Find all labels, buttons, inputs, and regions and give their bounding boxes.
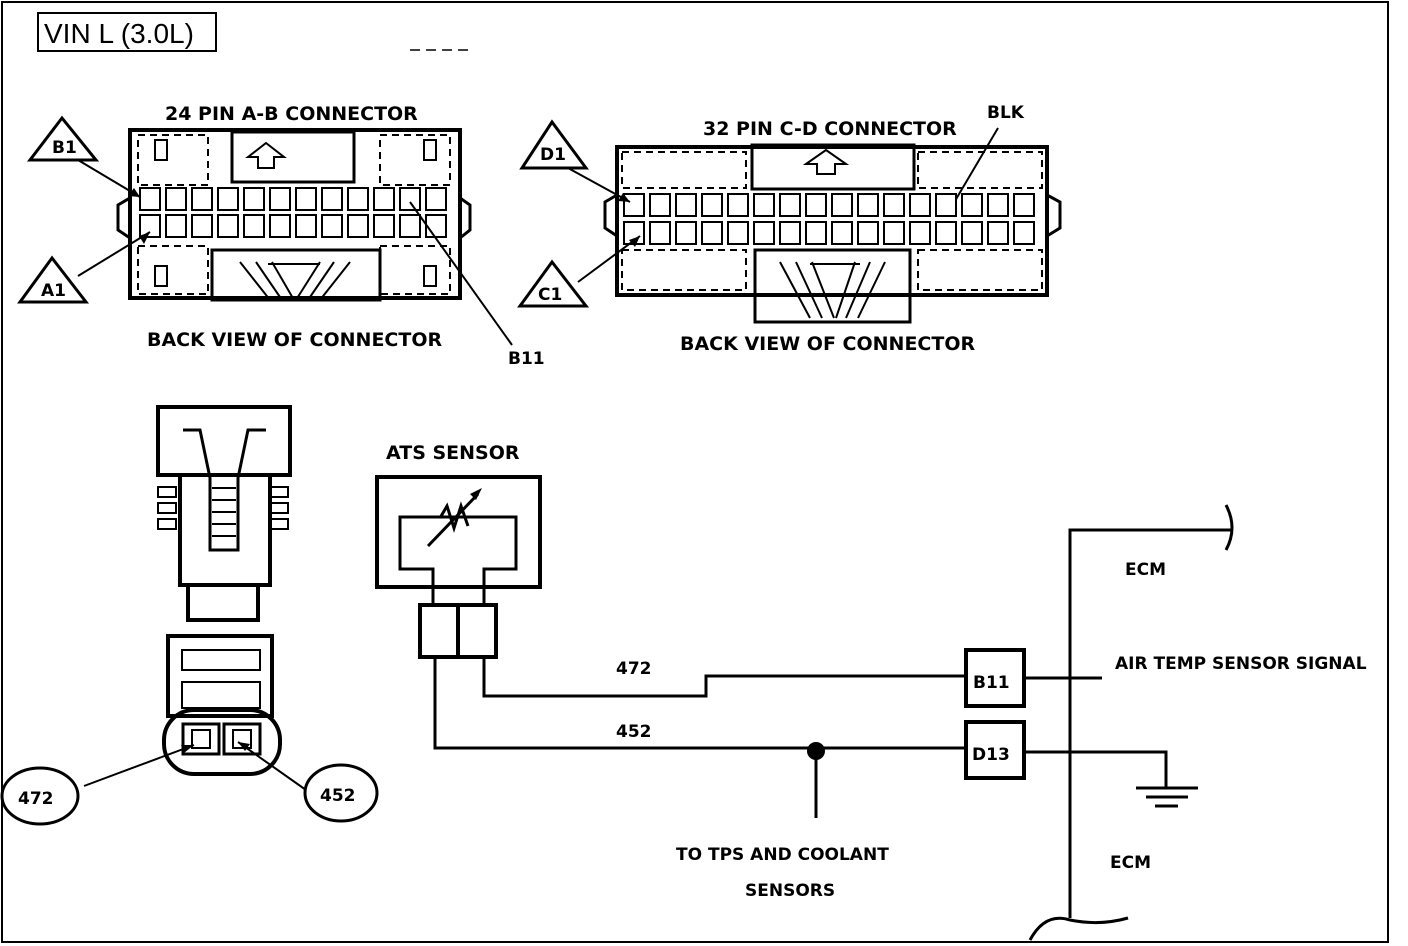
- connector-ab-right-tab: [459, 196, 472, 240]
- plug-body: [178, 475, 272, 587]
- connector-cd: 32 PIN C-D CONNECTOR BLK: [517, 103, 1062, 355]
- ats-sensor-inner: [398, 515, 518, 605]
- connector-ab-latch: [230, 130, 356, 184]
- connector-cd-right-tab: [1046, 193, 1062, 238]
- plug-neck: [186, 583, 260, 622]
- connector-ab-arrow-icon: [245, 141, 287, 169]
- sensor-socket: 472 452: [0, 634, 379, 826]
- connector-ab-caption: BACK VIEW OF CONNECTOR: [147, 329, 442, 351]
- diagram-title: VIN L (3.0L): [44, 18, 194, 49]
- connector-ab-body: [128, 128, 462, 300]
- tap-label-line1: TO TPS AND COOLANT: [676, 845, 889, 865]
- connector-cd-right-dash-area-low: [917, 249, 1043, 291]
- connector-ab: 24 PIN A-B CONNECTOR: [17, 103, 545, 369]
- pin-b11-label: B11: [508, 349, 545, 369]
- ecm: ECM ECM B11 D13 AIR TEMP SENSOR SIGNAL: [964, 504, 1367, 941]
- connector-ab-wire-exit: [210, 248, 382, 302]
- connector-ab-right-dash-box: [379, 134, 451, 186]
- connector-cd-tag-d1: [519, 119, 589, 170]
- connector-ab-left-tab: [116, 196, 131, 240]
- ecm-label-top: ECM: [1125, 560, 1166, 580]
- socket-cavity-472: [181, 722, 221, 756]
- ecm-pin-d13: [964, 720, 1026, 780]
- socket-body: [166, 634, 274, 718]
- connector-cd-left-dash-area-low: [621, 249, 747, 291]
- wiring: 472 452 TO TPS AND COOLANT SENSORS: [433, 657, 966, 901]
- ecm-pin-d13-label: D13: [972, 745, 1010, 765]
- connector-ab-left-dash-box: [137, 134, 209, 186]
- connector-cd-wire-exit: [753, 248, 912, 324]
- connector-cd-caption: BACK VIEW OF CONNECTOR: [680, 333, 975, 355]
- tap-label-line2: SENSORS: [745, 881, 835, 901]
- callout-452: [303, 763, 379, 823]
- wire-452: [433, 657, 966, 750]
- ground-line: [1024, 750, 1168, 788]
- ecm-pin-b11-label: B11: [973, 673, 1010, 693]
- connector-ab-right-dash-box-low: [379, 245, 451, 295]
- ats-sensor: ATS SENSOR: [375, 442, 542, 659]
- ecm-break-top: [1224, 504, 1234, 551]
- sensor-plug: [156, 405, 292, 622]
- connector-ab-wire-guides: [239, 261, 351, 301]
- wire-452-label: 452: [616, 722, 652, 742]
- connector-cd-wire-guides: [779, 261, 886, 319]
- connector-ab-pins: [139, 187, 447, 238]
- plug-head: [156, 405, 292, 477]
- connector-cd-body: [615, 145, 1049, 297]
- thermistor-arrow: [426, 492, 480, 548]
- connector-ab-title: 24 PIN A-B CONNECTOR: [165, 103, 418, 125]
- ecm-break-bottom: [1028, 916, 1129, 941]
- plug-latch: [183, 428, 266, 552]
- tag-d1-label: D1: [540, 145, 566, 165]
- ats-terminal-left: [418, 603, 460, 659]
- thermistor-icon: [438, 501, 470, 533]
- tag-b1-label: B1: [52, 138, 77, 158]
- connector-cd-blk-label: BLK: [987, 103, 1025, 123]
- connector-ab-left-dash-box-low: [137, 245, 209, 295]
- connector-cd-pins: [623, 193, 1035, 245]
- wire-472-label: 472: [616, 659, 652, 679]
- socket-face: [162, 708, 282, 776]
- connector-cd-left-tab: [603, 193, 618, 238]
- ecm-label-bottom: ECM: [1110, 853, 1151, 873]
- signal-label: AIR TEMP SENSOR SIGNAL: [1115, 654, 1367, 674]
- ats-sensor-title: ATS SENSOR: [386, 442, 520, 464]
- callout-472: [0, 766, 80, 826]
- connector-cd-arrow-icon: [802, 148, 850, 175]
- ecm-boundary: [1068, 528, 1232, 918]
- tag-a1-label: A1: [41, 281, 66, 301]
- ats-terminal-right: [456, 603, 498, 659]
- title-box: VIN L (3.0L): [37, 12, 217, 52]
- connector-cd-tag-c1: [517, 259, 590, 308]
- socket-cavity-452: [222, 722, 262, 756]
- connector-ab-tag-a1: [17, 255, 90, 304]
- connector-cd-right-dash-area: [917, 151, 1043, 189]
- callout-452-label: 452: [320, 786, 356, 806]
- ground-icon: [1136, 786, 1198, 808]
- connector-cd-latch: [750, 143, 916, 191]
- wire-472: [482, 657, 966, 698]
- callout-472-label: 472: [18, 789, 54, 809]
- connector-cd-left-dash-area: [621, 151, 747, 189]
- connector-ab-tag-b1: [26, 115, 100, 162]
- connector-cd-title: 32 PIN C-D CONNECTOR: [703, 118, 957, 140]
- tag-c1-label: C1: [538, 285, 562, 305]
- ats-sensor-housing: [375, 475, 542, 589]
